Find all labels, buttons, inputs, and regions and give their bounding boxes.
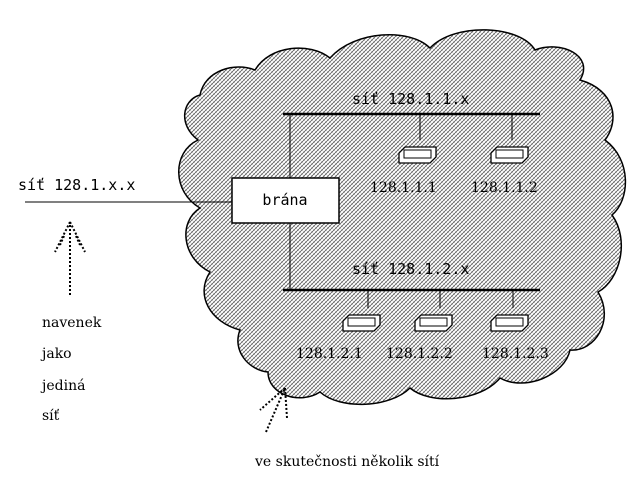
inside-view-arrow [259, 387, 288, 433]
gateway-label: brána [262, 191, 307, 209]
host-label-128-1-2-2: 128.1.2.2 [386, 346, 453, 362]
outside-caption-line-2: jako [40, 346, 72, 362]
host-label-128-1-1-1: 128.1.1.1 [370, 180, 437, 196]
outside-caption-line-1: navenek [42, 315, 102, 331]
external-net-label: síť 128.1.x.x [18, 176, 135, 194]
host-label-128-1-2-3: 128.1.2.3 [482, 346, 549, 362]
host-icon-128-1-2-2 [414, 290, 453, 332]
host-icon-128-1-1-1 [398, 114, 437, 164]
subnet1-label: síť 128.1.1.x [352, 90, 469, 108]
subnet2-label: síť 128.1.2.x [352, 260, 469, 278]
outside-caption-line-4: síť [42, 408, 60, 424]
host-icon-128-1-2-3 [490, 290, 529, 332]
host-icon-128-1-2-1 [342, 290, 381, 332]
host-icon-128-1-1-2 [490, 114, 529, 164]
outside-view-arrow [54, 221, 86, 295]
inside-caption: ve skutečnosti několik sítí [254, 454, 440, 470]
host-label-128-1-2-1: 128.1.2.1 [296, 346, 363, 362]
host-label-128-1-1-2: 128.1.1.2 [471, 180, 538, 196]
outside-caption-line-3: jediná [40, 378, 85, 394]
gateway-box: brána [231, 177, 340, 224]
